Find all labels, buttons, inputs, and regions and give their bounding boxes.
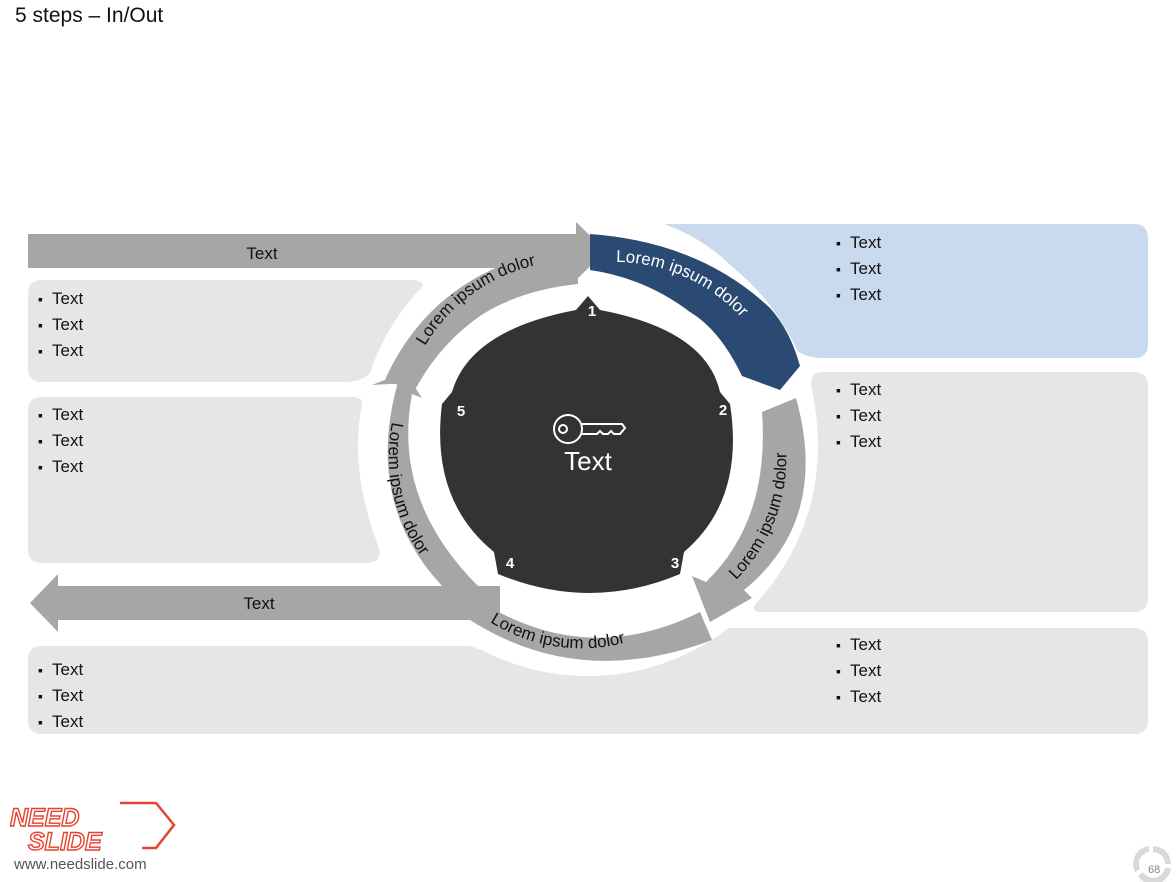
center-label: Text xyxy=(564,446,612,476)
list-item: Text xyxy=(38,657,83,683)
cycle-segment-2 xyxy=(692,398,806,622)
in-arrow xyxy=(28,222,606,280)
list-item: Text xyxy=(38,709,83,735)
list-item: Text xyxy=(836,403,881,429)
step-number-5: 5 xyxy=(457,403,465,420)
cycle-segment-5 xyxy=(384,254,578,388)
cycle-segment-3 xyxy=(466,592,712,661)
list-item: Text xyxy=(38,454,83,480)
logo-text-line2: SLIDE xyxy=(28,828,103,856)
step-number-4: 4 xyxy=(506,555,515,572)
bullet-list-left-middle: Text Text Text xyxy=(38,402,83,480)
list-item: Text xyxy=(836,230,881,256)
center-hub xyxy=(440,296,733,593)
bullet-list-right-middle: Text Text Text xyxy=(836,377,881,455)
step-number-2: 2 xyxy=(719,402,727,419)
bullet-list-left-top: Text Text Text xyxy=(38,286,83,364)
box-right-top xyxy=(664,224,1148,358)
key-icon xyxy=(553,414,627,444)
list-item: Text xyxy=(38,402,83,428)
list-item: Text xyxy=(836,684,881,710)
step-number-3: 3 xyxy=(671,555,679,572)
list-item: Text xyxy=(836,282,881,308)
bullet-list-bottom-right: Text Text Text xyxy=(836,632,881,710)
list-item: Text xyxy=(38,312,83,338)
cycle-segment-4 xyxy=(372,372,478,596)
logo-text-line1: NEED xyxy=(10,804,79,832)
list-item: Text xyxy=(836,377,881,403)
in-arrow-label: Text xyxy=(246,244,277,263)
page-number: 68 xyxy=(1148,864,1161,876)
list-item: Text xyxy=(836,429,881,455)
box-left-top xyxy=(28,280,424,382)
needslide-logo: NEED SLIDE xyxy=(9,801,176,856)
cycle-segment-1 xyxy=(590,234,800,390)
list-item: Text xyxy=(38,428,83,454)
website-url: www.needslide.com xyxy=(14,856,147,873)
out-arrow-label: Text xyxy=(243,594,274,613)
out-arrow xyxy=(30,574,500,632)
list-item: Text xyxy=(38,683,83,709)
cycle-arrows-icon xyxy=(1133,846,1171,882)
list-item: Text xyxy=(836,632,881,658)
bullet-list-right-top: Text Text Text xyxy=(836,230,881,308)
list-item: Text xyxy=(836,658,881,684)
page-title: 5 steps – In/Out xyxy=(15,4,164,27)
list-item: Text xyxy=(38,338,83,364)
step-number-1: 1 xyxy=(588,303,596,320)
bullet-list-bottom-left: Text Text Text xyxy=(38,657,83,735)
list-item: Text xyxy=(38,286,83,312)
box-left-middle xyxy=(28,397,380,563)
list-item: Text xyxy=(836,256,881,282)
